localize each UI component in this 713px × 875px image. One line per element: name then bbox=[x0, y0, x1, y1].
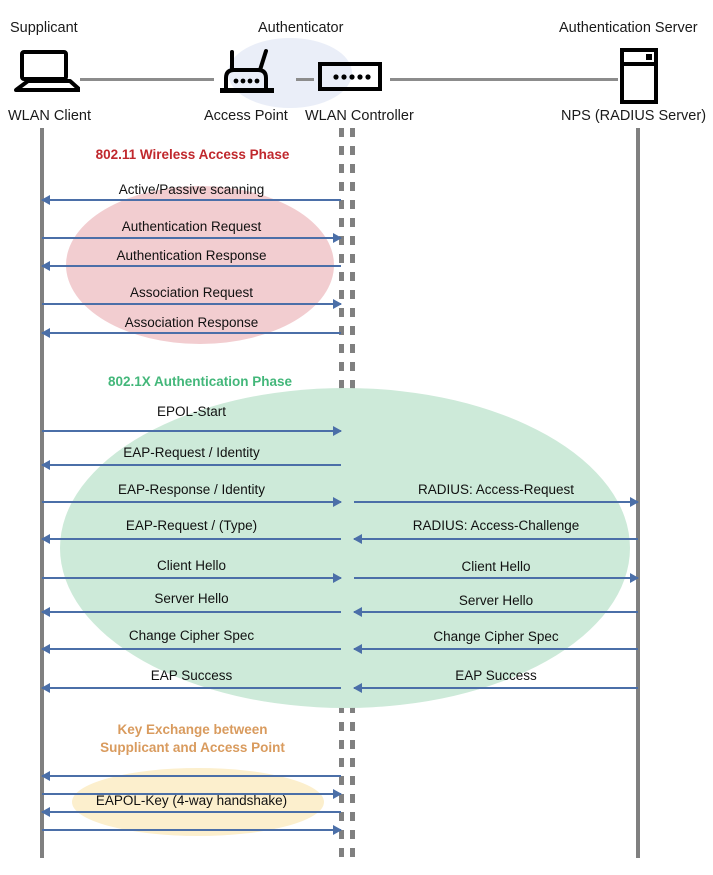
msg-change-cipher-spec-right-label: Change Cipher Spec bbox=[433, 629, 559, 644]
msg-change-cipher-spec-right-shaft bbox=[354, 648, 638, 650]
phase-802-11-wireless-access-title: 802.11 Wireless Access Phase bbox=[95, 147, 290, 162]
msg-eapol-key-2-arrowhead bbox=[333, 789, 342, 799]
msg-eap-response-identity-label: EAP-Response / Identity bbox=[117, 482, 266, 497]
msg-radius-access-request-label: RADIUS: Access-Request bbox=[417, 482, 575, 497]
nps-radius-server-label: NPS (RADIUS Server) bbox=[561, 108, 707, 124]
msg-authentication-request-shaft bbox=[42, 237, 341, 239]
laptop-icon bbox=[14, 50, 82, 99]
msg-association-response-shaft bbox=[42, 332, 341, 334]
msg-association-request-label: Association Request bbox=[129, 285, 254, 300]
msg-eap-request-type-shaft bbox=[42, 538, 341, 540]
msg-change-cipher-spec-left-label: Change Cipher Spec bbox=[128, 628, 255, 643]
msg-client-hello-left-arrowhead bbox=[333, 573, 342, 583]
msg-eap-response-identity-shaft bbox=[42, 501, 341, 503]
msg-eap-success-right-shaft bbox=[354, 687, 638, 689]
msg-eap-success-left-shaft bbox=[42, 687, 341, 689]
msg-eap-request-identity-label: EAP-Request / Identity bbox=[123, 445, 260, 460]
msg-eapol-key-3-shaft bbox=[42, 811, 341, 813]
msg-association-request-shaft bbox=[42, 303, 341, 305]
msg-change-cipher-spec-right-arrowhead bbox=[353, 644, 362, 654]
link-client-to-ap bbox=[80, 78, 214, 81]
phase-802-1x-authentication-title: 802.1X Authentication Phase bbox=[107, 374, 293, 389]
msg-association-response-arrowhead bbox=[41, 328, 50, 338]
authenticator-group-ellipse bbox=[228, 38, 352, 108]
supplicant-role: Supplicant bbox=[10, 20, 78, 36]
link-controller-to-nps bbox=[390, 78, 618, 81]
msg-eap-success-right-label: EAP Success bbox=[455, 668, 537, 683]
msg-server-hello-right-shaft bbox=[354, 611, 638, 613]
msg-client-hello-left-label: Client Hello bbox=[156, 558, 227, 573]
wlan-controller-label: WLAN Controller bbox=[305, 108, 414, 124]
msg-radius-access-challenge-arrowhead bbox=[353, 534, 362, 544]
msg-active-passive-scanning-arrowhead bbox=[41, 195, 50, 205]
msg-eap-request-identity-arrowhead bbox=[41, 460, 50, 470]
msg-client-hello-left-shaft bbox=[42, 577, 341, 579]
msg-server-hello-left-label: Server Hello bbox=[154, 591, 229, 606]
msg-authentication-request-arrowhead bbox=[333, 233, 342, 243]
msg-association-request-arrowhead bbox=[333, 299, 342, 309]
msg-association-response-label: Association Response bbox=[124, 315, 259, 330]
msg-eap-request-type-arrowhead bbox=[41, 534, 50, 544]
msg-eapol-start-arrowhead bbox=[333, 426, 342, 436]
msg-server-hello-left-arrowhead bbox=[41, 607, 50, 617]
msg-eapol-key-1-shaft bbox=[42, 775, 341, 777]
msg-eap-request-identity-shaft bbox=[42, 464, 341, 466]
msg-eapol-key-2-shaft bbox=[42, 793, 341, 795]
msg-eap-response-identity-arrowhead bbox=[333, 497, 342, 507]
msg-client-hello-right-label: Client Hello bbox=[461, 559, 531, 574]
msg-radius-access-challenge-label: RADIUS: Access-Challenge bbox=[412, 518, 580, 533]
msg-authentication-response-label: Authentication Response bbox=[116, 248, 267, 263]
lifeline-auth-server bbox=[636, 128, 640, 858]
msg-eapol-start-label: EPOL-Start bbox=[156, 404, 227, 419]
phase-key-exchange-ellipse bbox=[72, 768, 324, 836]
msg-client-hello-right-arrowhead bbox=[630, 573, 639, 583]
msg-change-cipher-spec-left-shaft bbox=[42, 648, 341, 650]
msg-radius-access-challenge-shaft bbox=[354, 538, 638, 540]
msg-authentication-request-label: Authentication Request bbox=[121, 219, 262, 234]
wlan-client-label: WLAN Client bbox=[8, 108, 91, 124]
msg-authentication-response-shaft bbox=[42, 265, 341, 267]
phase-key-exchange-title: Key Exchange between Supplicant and Acce… bbox=[100, 722, 285, 756]
msg-eap-request-type-label: EAP-Request / (Type) bbox=[125, 518, 258, 533]
phase-802-1x-authentication-ellipse bbox=[60, 388, 630, 708]
msg-active-passive-scanning-shaft bbox=[42, 199, 341, 201]
msg-eap-success-left-label: EAP Success bbox=[150, 668, 233, 683]
authenticator-role: Authenticator bbox=[258, 20, 344, 36]
msg-eapol-key-4-arrowhead bbox=[333, 825, 342, 835]
msg-eapol-key-3-label: EAPOL-Key (4-way handshake) bbox=[95, 793, 288, 808]
msg-change-cipher-spec-left-arrowhead bbox=[41, 644, 50, 654]
msg-active-passive-scanning-label: Active/Passive scanning bbox=[118, 182, 265, 197]
wireless-router-icon bbox=[216, 48, 278, 99]
msg-server-hello-left-shaft bbox=[42, 611, 341, 613]
msg-eapol-key-1-arrowhead bbox=[41, 771, 50, 781]
msg-authentication-response-arrowhead bbox=[41, 261, 50, 271]
server-rack-icon bbox=[619, 48, 659, 109]
msg-radius-access-request-arrowhead bbox=[630, 497, 639, 507]
controller-appliance-icon bbox=[318, 62, 382, 97]
msg-eap-success-left-arrowhead bbox=[41, 683, 50, 693]
msg-server-hello-right-arrowhead bbox=[353, 607, 362, 617]
msg-server-hello-right-label: Server Hello bbox=[458, 593, 534, 608]
access-point-label: Access Point bbox=[204, 108, 288, 124]
msg-eapol-start-shaft bbox=[42, 430, 341, 432]
lifeline-supplicant bbox=[40, 128, 44, 858]
authentication-server-role: Authentication Server bbox=[559, 20, 698, 36]
msg-radius-access-request-shaft bbox=[354, 501, 638, 503]
msg-eap-success-right-arrowhead bbox=[353, 683, 362, 693]
msg-client-hello-right-shaft bbox=[354, 577, 638, 579]
msg-eapol-key-3-arrowhead bbox=[41, 807, 50, 817]
link-ap-to-controller bbox=[296, 78, 314, 81]
msg-eapol-key-4-shaft bbox=[42, 829, 341, 831]
